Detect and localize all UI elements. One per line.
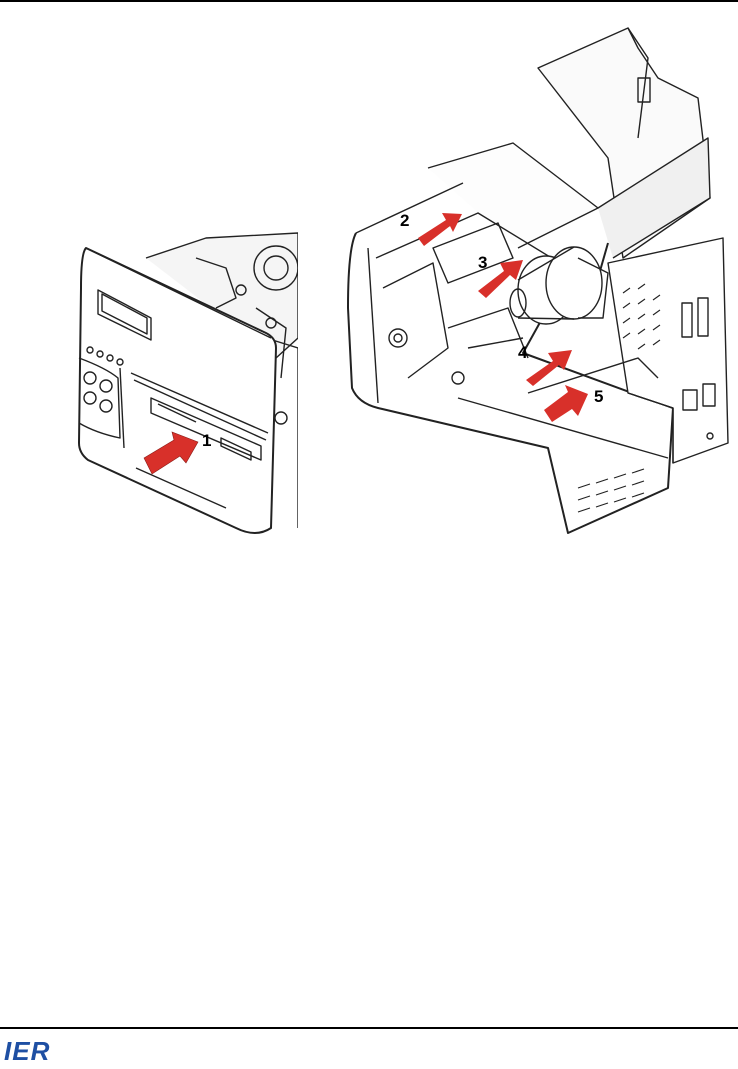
- step-label-5: 5: [594, 387, 603, 406]
- printer-front-illustration: 1: [76, 228, 298, 542]
- red-arrow-icon: [418, 213, 462, 246]
- ier-logo: IER: [4, 1036, 90, 1066]
- step-label-3: 3: [478, 253, 487, 272]
- bottom-rule: [0, 1027, 738, 1029]
- step-label-4: 4: [518, 343, 528, 362]
- top-rule: [0, 0, 738, 2]
- step-label-1: 1: [202, 431, 211, 450]
- step-label-2: 2: [400, 211, 409, 230]
- printer-open-illustration: 2 3 4 5: [338, 18, 738, 546]
- red-arrow-icon: [544, 385, 588, 422]
- logo-text: IER: [4, 1036, 50, 1067]
